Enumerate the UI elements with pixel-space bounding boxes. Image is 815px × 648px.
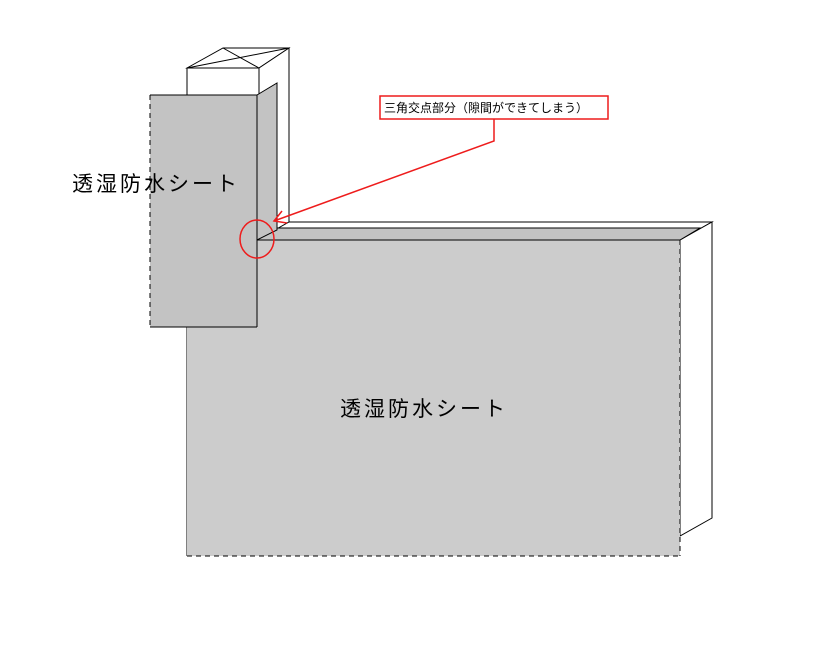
post-top-diagonal-1 <box>186 47 290 69</box>
callout-arrow-head <box>272 210 288 224</box>
wall-side-face <box>679 221 713 537</box>
gap-highlight-circle <box>239 219 275 259</box>
sheet-vertical-label: 透湿防水シート <box>72 172 240 196</box>
gap-annotation: 三角交点部分（隙間ができてしまう） <box>239 95 609 259</box>
callout-arrow-line <box>273 119 495 222</box>
post-front-face <box>186 67 260 96</box>
sheet-vertical-fill <box>150 95 257 327</box>
sheet-horizontal-fill <box>187 240 680 556</box>
post-top-diagonal-2 <box>222 47 260 69</box>
callout-text: 三角交点部分（隙間ができてしまう） <box>384 100 588 115</box>
membrane-sheet-vertical <box>149 82 278 328</box>
sheet-horizontal-top-fold <box>255 227 702 241</box>
membrane-sheet-horizontal <box>187 227 702 557</box>
sheet-vertical-side-fold <box>256 82 278 241</box>
callout-box <box>379 95 609 120</box>
sheet-horizontal-label: 透湿防水シート <box>340 397 508 421</box>
